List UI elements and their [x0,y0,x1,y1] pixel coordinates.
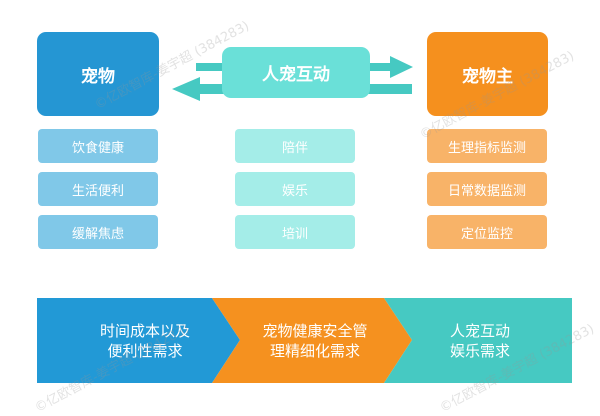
banner-segment-time-convenience [37,298,240,383]
interaction-item: 娱乐 [235,172,355,206]
owner-item: 生理指标监测 [427,129,547,163]
banner-label-interaction-entertainment: 人宠互动 娱乐需求 [415,298,545,383]
interaction-item: 培训 [235,215,355,249]
owner-header: 宠物主 [427,32,548,116]
banner-label-text: 人宠互动 娱乐需求 [449,321,510,360]
interaction-item-label: 娱乐 [281,183,308,199]
pet-item: 生活便利 [38,172,158,206]
pet-item-label: 生活便利 [71,183,124,199]
owner-title: 宠物主 [462,66,513,87]
banner-label-text: 时间成本以及 便利性需求 [99,321,190,360]
owner-item-label: 生理指标监测 [447,140,526,156]
interaction-item-label: 培训 [281,226,308,242]
banner-label-health-management: 宠物健康安全管 理精细化需求 [240,298,390,383]
owner-item: 日常数据监测 [427,172,547,206]
pet-item-label: 饮食健康 [71,140,124,156]
owner-item: 定位监控 [427,215,547,249]
owner-item-label: 日常数据监测 [447,183,526,199]
interaction-item-label: 陪伴 [281,140,308,156]
pet-item: 饮食健康 [38,129,158,163]
banner-segment-interaction-entertainment [384,298,572,383]
interaction-header: 人宠互动 [222,47,370,98]
interaction-item: 陪伴 [235,129,355,163]
pet-title: 宠物 [81,66,115,87]
pet-item: 缓解焦虑 [38,215,158,249]
owner-item-label: 定位监控 [460,226,513,242]
pet-item-label: 缓解焦虑 [71,226,124,242]
interaction-title: 人宠互动 [262,65,330,85]
banner-label-text: 宠物健康安全管 理精细化需求 [262,321,368,360]
banner-label-time-convenience: 时间成本以及 便利性需求 [70,298,220,383]
pet-header: 宠物 [37,32,159,116]
needs-banner [37,298,572,383]
banner-segment-health-management [212,298,412,383]
